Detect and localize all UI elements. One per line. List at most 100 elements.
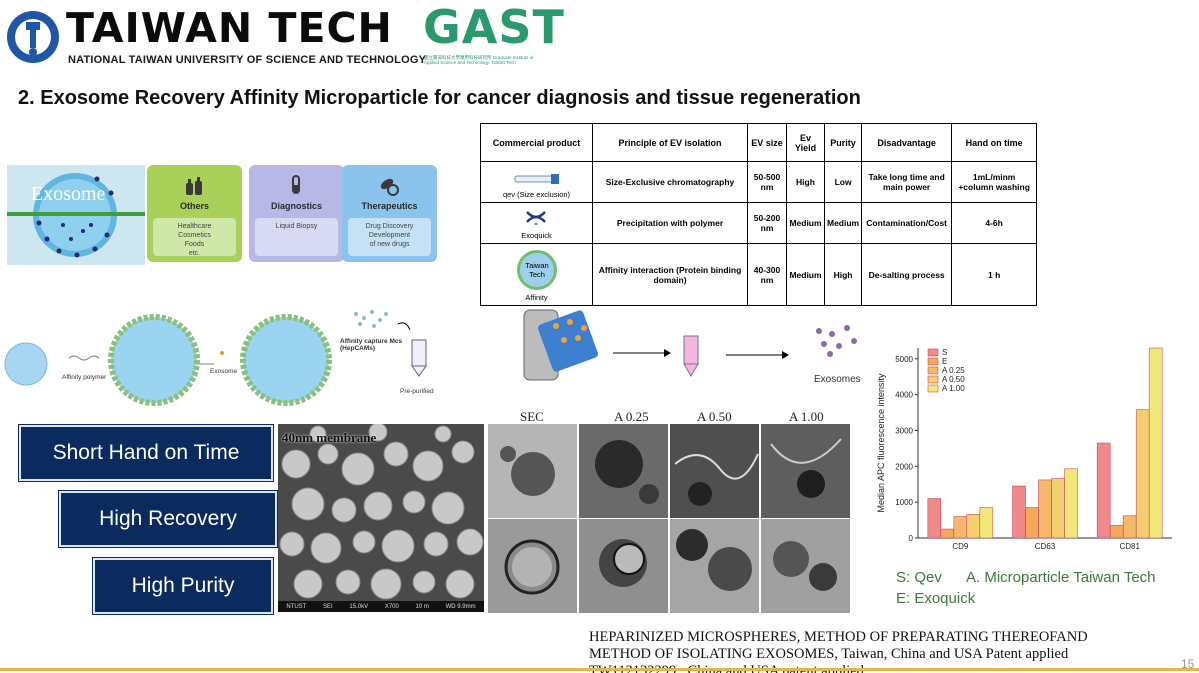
tem-image	[488, 519, 577, 613]
tem-header-sec: SEC	[520, 409, 544, 424]
table-cell: Contamination/Cost	[861, 202, 953, 244]
legend-label: A 0.50	[942, 375, 965, 384]
sem-scale-bar: NTUST SEI 15.0kV X700 10 m WD 9.9mm	[278, 601, 484, 612]
y-tick-label: 1000	[895, 498, 913, 507]
bottles-icon	[186, 177, 202, 195]
sem-scale-item: X700	[384, 603, 399, 610]
app-card-others: Others Healthcare Cosmetics Foods etc.	[147, 165, 242, 262]
exoquick-logo-icon	[526, 211, 546, 225]
feature-short-hand-on-time: Short Hand on Time	[18, 424, 274, 482]
product-name: Affinity	[525, 293, 548, 302]
feature-high-recovery: High Recovery	[58, 490, 278, 548]
qev-column-icon	[514, 174, 559, 184]
y-tick-label: 3000	[895, 426, 913, 435]
app-card-text: Liquid Biopsy	[255, 218, 338, 256]
table-row: Exoquick Precipitation with polymer 50-2…	[480, 202, 1038, 244]
capture-label: Affinity capture Mcs (HepCAMs)	[340, 338, 403, 352]
sem-scale-item: 10 m	[415, 603, 429, 610]
test-tube-icon	[292, 175, 300, 194]
gast-logo: GAST	[423, 0, 565, 54]
footer-line	[0, 668, 1199, 671]
collection-tube-icon	[683, 335, 699, 377]
note-e-exoquick: E: Exoquick	[896, 590, 976, 607]
taiwan-tech-logo-icon	[7, 11, 59, 63]
legend-label: A 1.00	[942, 384, 965, 393]
product-cell: Exoquick	[480, 202, 593, 244]
patent-text: HEPARINIZED MICROSPHERES, METHOD OF PREP…	[589, 629, 1088, 673]
process-diagram	[4, 309, 857, 406]
table-cell: Precipitation with polymer	[592, 202, 748, 244]
comparison-table: Commercial product Principle of EV isola…	[480, 123, 1038, 306]
bar	[1122, 515, 1137, 539]
microspheres-icon	[278, 424, 484, 602]
table-header: EV size	[747, 123, 787, 162]
bar	[1012, 485, 1026, 539]
app-card-title: Others	[179, 201, 209, 211]
bar	[1038, 479, 1052, 539]
rotator-device-icon	[523, 309, 598, 381]
app-card-title: Therapeutics	[361, 201, 418, 211]
page-number: 15	[1181, 657, 1195, 671]
table-cell: Take long time and main power	[861, 161, 953, 203]
legend-swatch	[927, 366, 939, 375]
product-cell: Taiwan Tech Affinity	[480, 243, 593, 306]
app-card-text: Drug Discovery Development of new drugs	[348, 218, 431, 256]
exosome-image: Exosome	[7, 165, 145, 265]
exosome-illustration-icon	[7, 165, 145, 265]
tem-image	[761, 424, 850, 518]
pre-purified-label: Pre-purified	[400, 388, 434, 395]
legend-label: S	[942, 348, 947, 357]
logo-subtitle: NATIONAL TAIWAN UNIVERSITY OF SCIENCE AN…	[68, 54, 427, 66]
bar	[979, 507, 994, 539]
curved-arrow-icon	[397, 322, 411, 331]
table-cell: Affinity interaction (Protein binding do…	[592, 243, 748, 306]
logo-text: TAIWAN TECH	[66, 4, 393, 52]
tem-vesicle-icon	[676, 529, 752, 591]
table-header: Disadvantage	[861, 123, 953, 162]
table-cell: Medium	[823, 202, 863, 244]
affinity-polymer-label: Affinity polymer	[62, 374, 107, 381]
bar	[1096, 442, 1111, 539]
exosomes-label: Exosomes	[814, 374, 861, 385]
tem-image	[761, 519, 850, 613]
table-header: Hand on time	[951, 123, 1038, 162]
tem-image	[670, 519, 759, 613]
bar	[1135, 409, 1150, 539]
sem-scale-item: NTUST	[286, 603, 307, 610]
tem-vesicle-icon	[599, 539, 647, 587]
slide-title: 2. Exosome Recovery Affinity Micropartic…	[18, 87, 861, 109]
y-axis-label: Median APC fluorescence intensity	[876, 373, 886, 513]
table-cell: High	[786, 161, 825, 203]
sem-scale-item: 15.0kV	[349, 603, 369, 610]
tem-header-a025: A 0.25	[614, 409, 649, 424]
table-header: Purity	[823, 123, 863, 162]
app-card-text: Healthcare Cosmetics Foods etc.	[153, 218, 236, 257]
table-cell: Medium	[786, 202, 825, 244]
exosome-process-label: Exosome	[210, 368, 238, 375]
sem-title: 40nm membrane	[282, 430, 377, 445]
product-cell: qev (Size exclusion)	[480, 161, 593, 203]
y-tick-label: 5000	[895, 355, 913, 364]
note-a-microparticle: A. Microparticle Taiwan Tech	[966, 569, 1156, 586]
exosome-label: Exosome	[31, 183, 106, 205]
bar	[1148, 347, 1163, 539]
table-cell: 4-6h	[951, 202, 1038, 244]
product-name: Exoquick	[521, 231, 552, 240]
bead-icon	[4, 342, 48, 386]
app-card-title: Diagnostics	[270, 201, 322, 211]
sem-scale-item: WD 9.9mm	[445, 603, 476, 610]
table-header: Ev Yield	[786, 123, 825, 162]
tem-image	[579, 519, 668, 613]
y-tick-label: 4000	[895, 391, 913, 400]
tem-vesicle-icon	[504, 539, 560, 595]
tem-image	[488, 424, 577, 518]
bar	[1064, 468, 1078, 539]
product-name: qev (Size exclusion)	[502, 190, 571, 199]
exosome-dot-icon	[220, 351, 224, 355]
table-row: Taiwan Tech Affinity Affinity interactio…	[480, 243, 1038, 306]
table-cell: High	[823, 243, 863, 306]
bar	[927, 498, 942, 539]
bar	[966, 514, 981, 539]
feature-high-purity: High Purity	[92, 557, 274, 615]
